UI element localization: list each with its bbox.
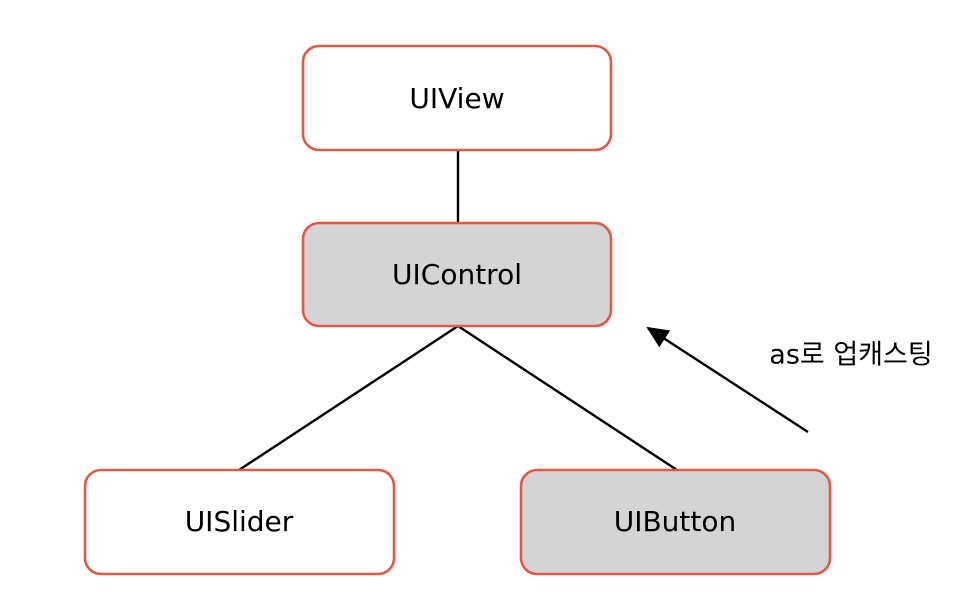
node-uibutton: UIButton: [519, 468, 832, 576]
node-uicontrol-box: [301, 221, 613, 328]
node-uislider-box: [83, 468, 396, 576]
node-uiview-box: [301, 44, 613, 152]
edge-uicontrol-uibutton: [457, 324, 678, 472]
upcast-annotation-label: as로 업캐스팅: [769, 340, 932, 371]
node-uicontrol: UIControl: [301, 221, 613, 328]
node-uibutton-box: [519, 468, 832, 576]
node-uiview: UIView: [301, 44, 613, 152]
node-uiview-label: UIView: [409, 82, 504, 115]
node-uicontrol-label: UIControl: [392, 258, 522, 291]
edge-uicontrol-uislider: [238, 324, 459, 472]
node-uibutton-label: UIButton: [614, 505, 737, 538]
node-uislider-label: UISlider: [185, 505, 294, 538]
upcast-arrow: [646, 326, 809, 434]
node-uislider: UISlider: [83, 468, 396, 576]
